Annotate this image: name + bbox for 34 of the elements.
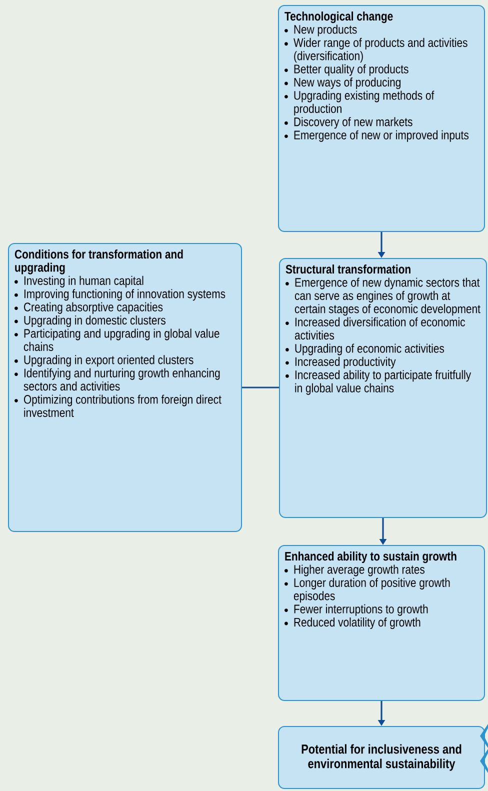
bullet-item: Increased productivity [286, 356, 396, 368]
text-box [278, 5, 485, 232]
bullet-item: Participating and upgrading in global value chains [14, 328, 220, 351]
text-box [278, 726, 485, 789]
bullet-item: Emergence of new or improved inputs [284, 130, 469, 142]
box-heading: Potential for inclusiveness and environmental sustainability [302, 744, 462, 771]
bullet-item: Reduced volatility of growth [284, 618, 420, 630]
text-box [279, 258, 487, 518]
box-heading: Enhanced ability to sustain growth [285, 552, 456, 564]
bullet-item: Increased ability to participate fruitfully in global value chains [286, 370, 472, 395]
bullet-item: Upgrading in export oriented clusters [14, 355, 194, 367]
bullet-item: Identifying and nurturing growth enhancing sectors and activities [14, 368, 220, 391]
bullet-item: Fewer interruptions to growth [284, 604, 428, 616]
text-box [278, 545, 485, 701]
bullet-item: New ways of producing [284, 78, 400, 90]
bullet-item: Improving functioning of innovation systems [14, 289, 226, 301]
bullet-item: Optimizing contributions from foreign direct investment [14, 394, 222, 417]
bullet-item: Investing in human capital [14, 276, 144, 288]
bullet-item: Wider range of products and activities (diversification) [284, 38, 468, 63]
bullet-item: Upgrading existing methods of production [284, 90, 434, 116]
bullet-item: Longer duration of positive growth episodes [284, 578, 450, 603]
text-box [8, 243, 242, 532]
bullet-item: Emergence of new dynamic sectors that can serve as engines of growth at certain stages of economic development [286, 278, 480, 316]
box-heading: Conditions for transformation and upgrading [14, 250, 183, 274]
box-heading: Technological change [284, 12, 393, 24]
bullet-item: Increased diversification of economic activities [286, 317, 465, 340]
bullet-item: Upgrading in domestic clusters [14, 316, 166, 328]
box-heading: Structural transformation [286, 264, 410, 274]
bullet-item: New products [284, 24, 357, 36]
bullet-item: Creating absorptive capacities [14, 302, 163, 314]
bullet-item: Higher average growth rates [284, 564, 425, 576]
bullet-item: Discovery of new markets [284, 117, 412, 129]
bullet-item: Better quality of products [284, 64, 408, 76]
bullet-item: Upgrading of economic activities [286, 344, 444, 356]
